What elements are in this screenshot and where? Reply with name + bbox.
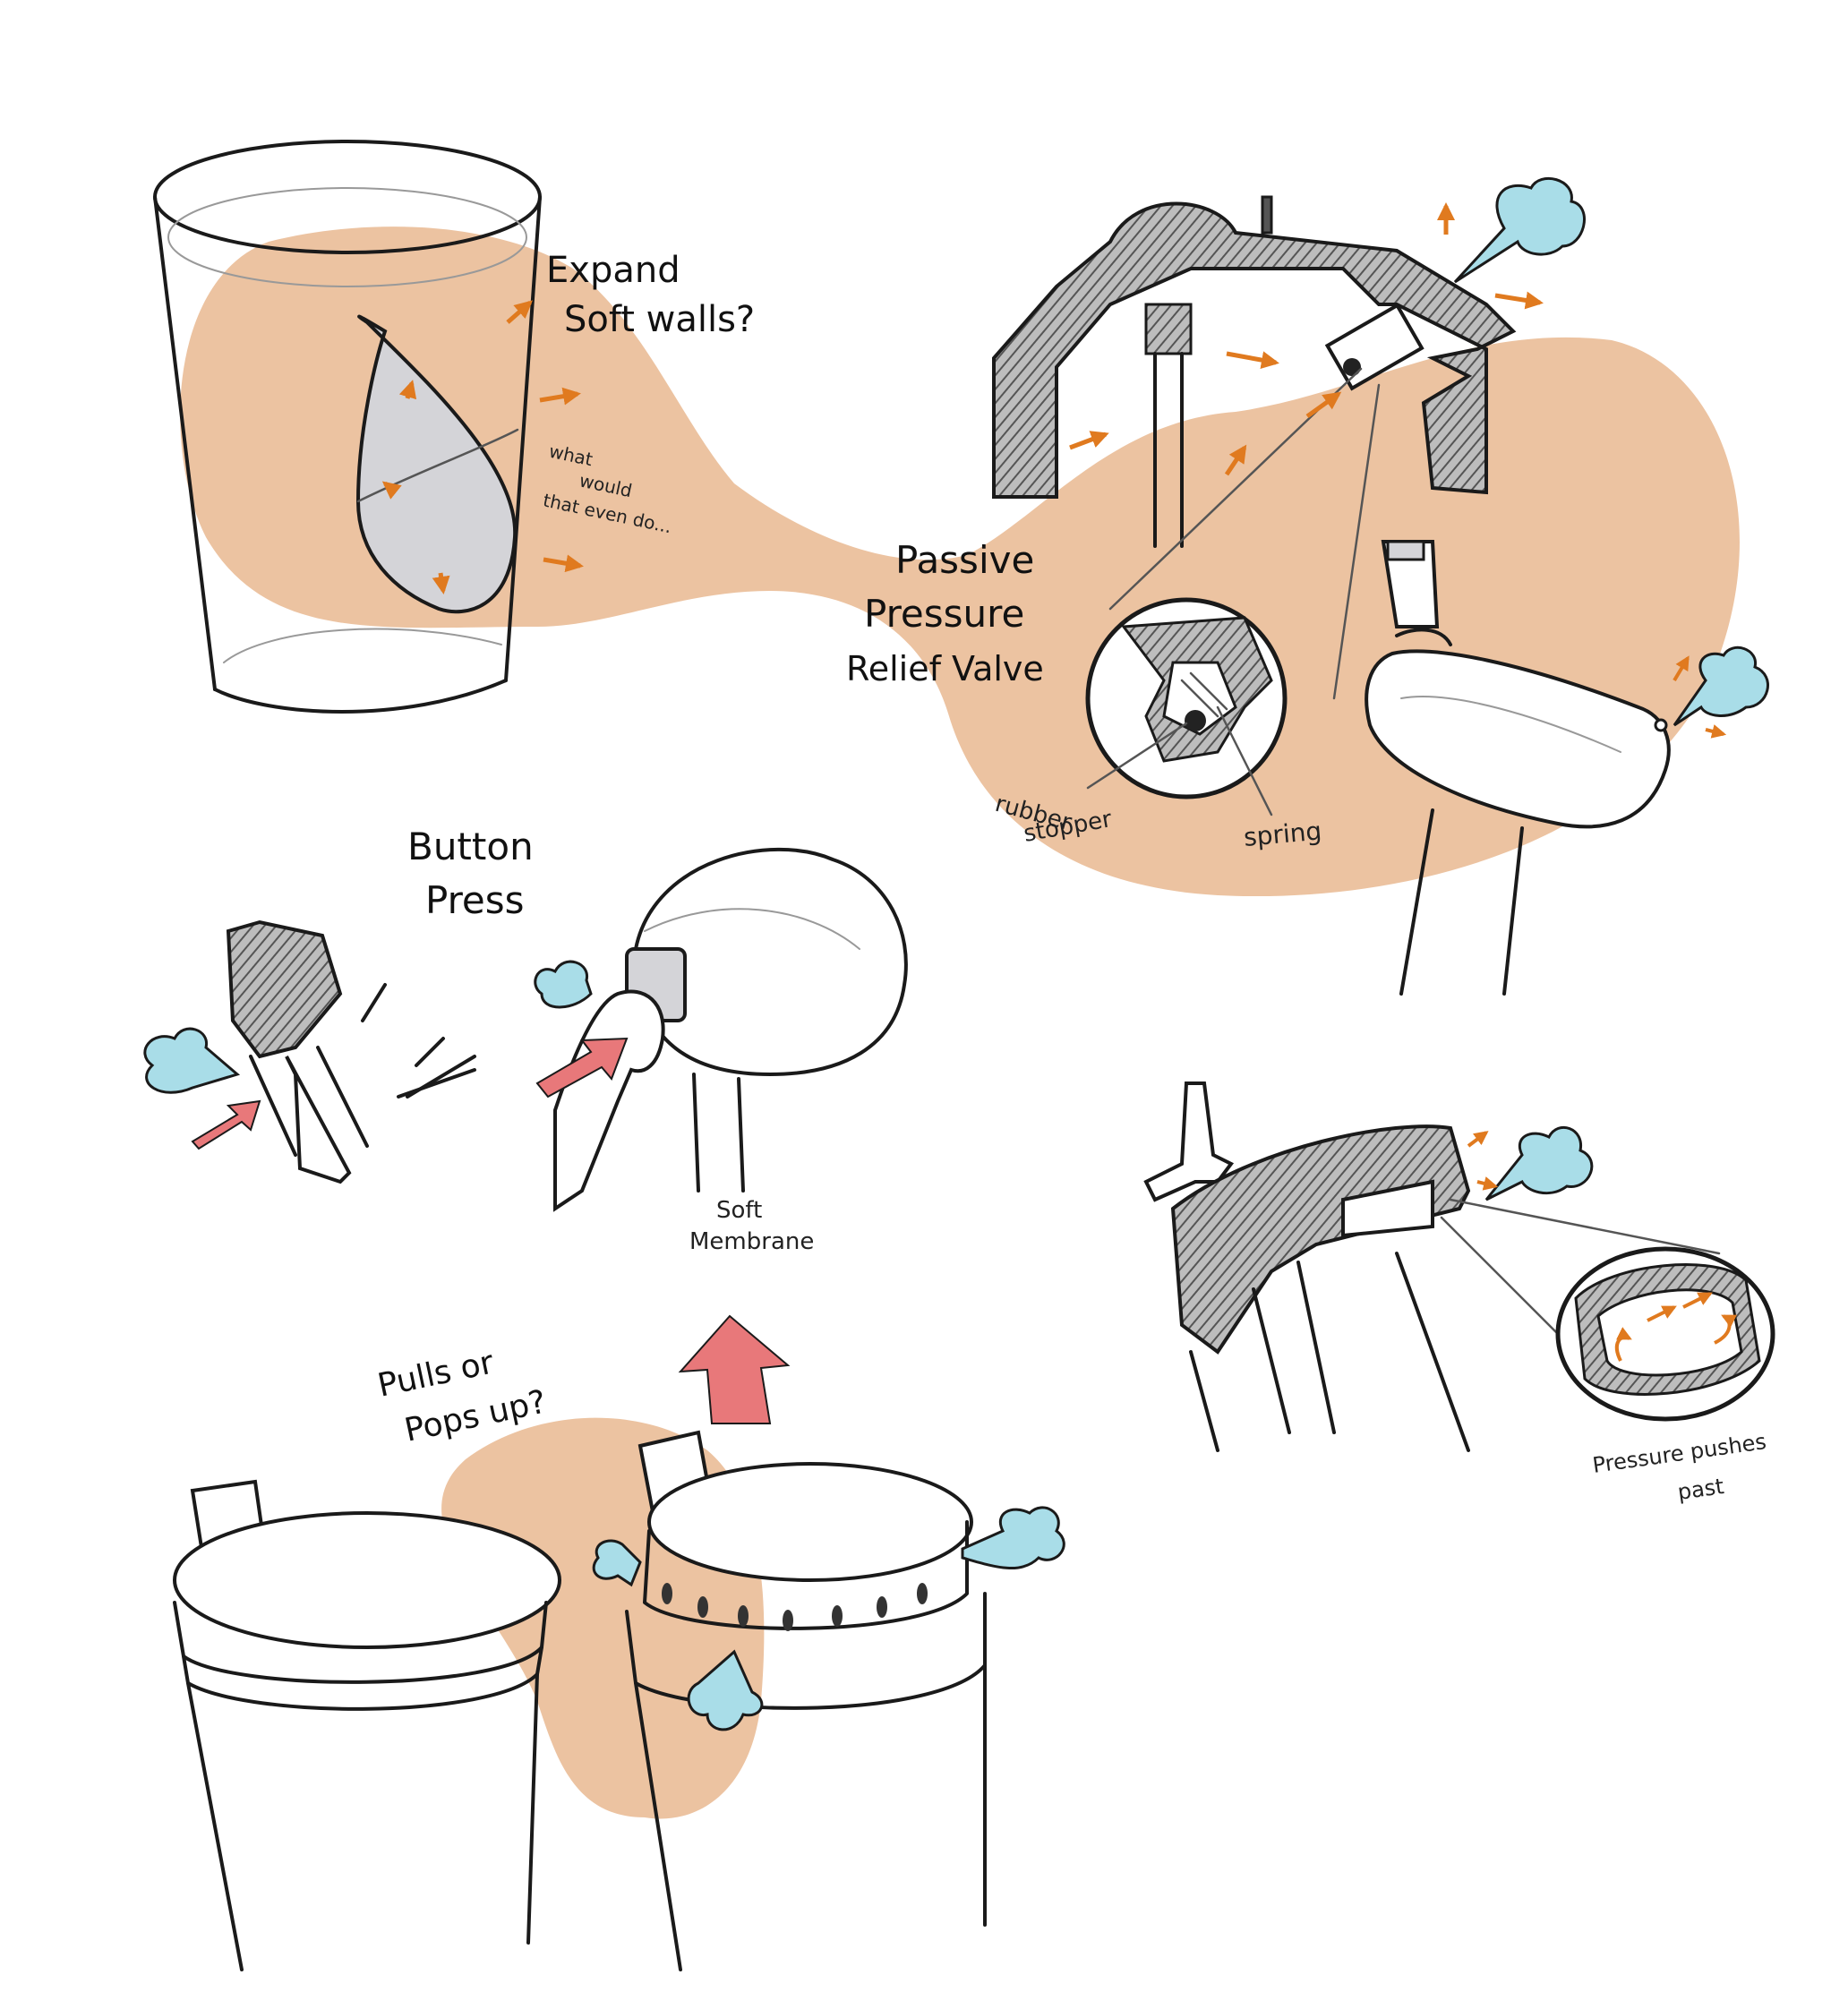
sketch-button-press-section [145, 922, 475, 1182]
svg-text:Expand: Expand [546, 250, 680, 291]
cloud-puff-icon [1455, 178, 1584, 282]
svg-text:Pulls or: Pulls or [374, 1344, 497, 1404]
red-arrow-icon [680, 1316, 788, 1423]
svg-text:Membrane: Membrane [689, 1228, 814, 1255]
sketch-pop-up-lid-closed [175, 1482, 560, 1970]
svg-text:Pressure: Pressure [864, 592, 1024, 636]
svg-text:Button: Button [407, 825, 534, 868]
red-arrow-icon [192, 1101, 260, 1149]
svg-text:Soft walls?: Soft walls? [564, 299, 755, 340]
flap-valve-magnifier [1558, 1249, 1773, 1419]
label-pressure-pushes-past: Pressure pushes past [1591, 1429, 1768, 1505]
svg-text:Passive: Passive [895, 538, 1034, 582]
svg-text:Press: Press [425, 878, 525, 922]
sketch-soft-membrane-button [535, 850, 906, 1209]
cloud-puff-icon [145, 1029, 237, 1092]
svg-text:Soft: Soft [716, 1197, 762, 1224]
svg-text:past: past [1676, 1474, 1725, 1505]
cloud-puff-icon [1486, 1127, 1592, 1200]
label-button-press: Button Press [407, 825, 534, 922]
svg-text:Pressure pushes: Pressure pushes [1591, 1429, 1768, 1478]
cloud-puff-icon [535, 962, 591, 1007]
motion-arrow-icon [1468, 1133, 1495, 1186]
svg-text:Relief Valve: Relief Valve [846, 649, 1044, 688]
cloud-puff-icon [962, 1508, 1064, 1569]
label-soft-membrane: Soft Membrane [689, 1197, 814, 1255]
